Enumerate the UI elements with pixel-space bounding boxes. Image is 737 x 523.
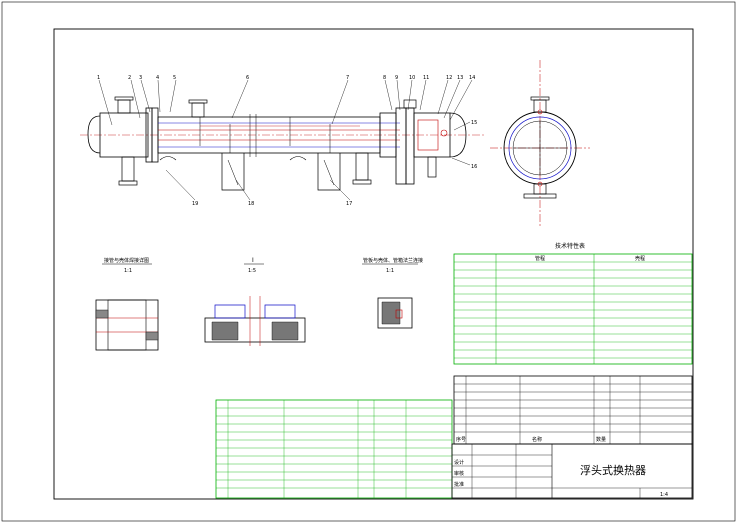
balloon: 12 — [446, 75, 452, 81]
parts-list-right: 序号 名称 数量 — [453, 375, 693, 445]
balloon: 4 — [156, 75, 159, 81]
detail-view-2: I 1:5 — [204, 257, 306, 346]
balloon: 9 — [395, 75, 398, 81]
title-block: 设计 审核 批准 浮头式换热器 1:4 — [451, 443, 693, 499]
balloon: 16 — [471, 164, 477, 170]
balloon: 19 — [192, 201, 198, 207]
detail-view-3: 管板与壳体、管箱法兰连接 1:1 — [362, 257, 423, 329]
balloon: 6 — [246, 75, 249, 81]
drawing-title: 浮头式换热器 — [580, 463, 646, 477]
spec-table: 技术特性表 管程 壳程 — [453, 242, 693, 365]
balloon: 18 — [248, 201, 254, 207]
spec-col-tube: 管程 — [535, 255, 545, 262]
balloon: 14 — [469, 75, 475, 81]
detail1-title: 接管与壳体焊接详图 — [104, 257, 149, 264]
balloon: 15 — [471, 120, 477, 126]
balloon: 17 — [346, 201, 352, 207]
detail1-scale: 1:1 — [124, 268, 132, 274]
balloon: 13 — [457, 75, 463, 81]
balloon: 1 — [97, 75, 100, 81]
balloon: 8 — [383, 75, 386, 81]
detail-view-1: 接管与壳体焊接详图 1:1 — [95, 257, 159, 351]
balloon: 7 — [346, 75, 349, 81]
detail3-scale: 1:1 — [386, 268, 394, 274]
detail3-title: 管板与壳体、管箱法兰连接 — [363, 257, 423, 264]
balloon: 5 — [173, 75, 176, 81]
title-row-label: 批准 — [454, 481, 464, 488]
balloon: 2 — [128, 75, 131, 81]
drawing-scale: 1:4 — [660, 492, 668, 498]
parts-header-name: 名称 — [532, 436, 542, 443]
detail2-scale: 1:5 — [248, 268, 256, 274]
inner-frame — [53, 28, 694, 500]
spec-col-shell: 壳程 — [635, 255, 645, 262]
balloon: 10 — [409, 75, 415, 81]
spec-table-title: 技术特性表 — [555, 242, 585, 250]
side-view — [490, 60, 590, 228]
title-row-label: 设计 — [454, 459, 464, 466]
parts-header-no: 序号 — [456, 436, 466, 443]
parts-list-left — [215, 399, 453, 499]
title-row-label: 审核 — [454, 470, 464, 477]
detail2-title: I — [252, 257, 254, 264]
balloon: 11 — [423, 75, 429, 81]
main-view: 1 2 3 4 5 6 7 8 9 10 11 12 13 14 15 16 1… — [80, 75, 485, 207]
parts-header-qty: 数量 — [596, 436, 606, 443]
balloon: 3 — [139, 75, 142, 81]
